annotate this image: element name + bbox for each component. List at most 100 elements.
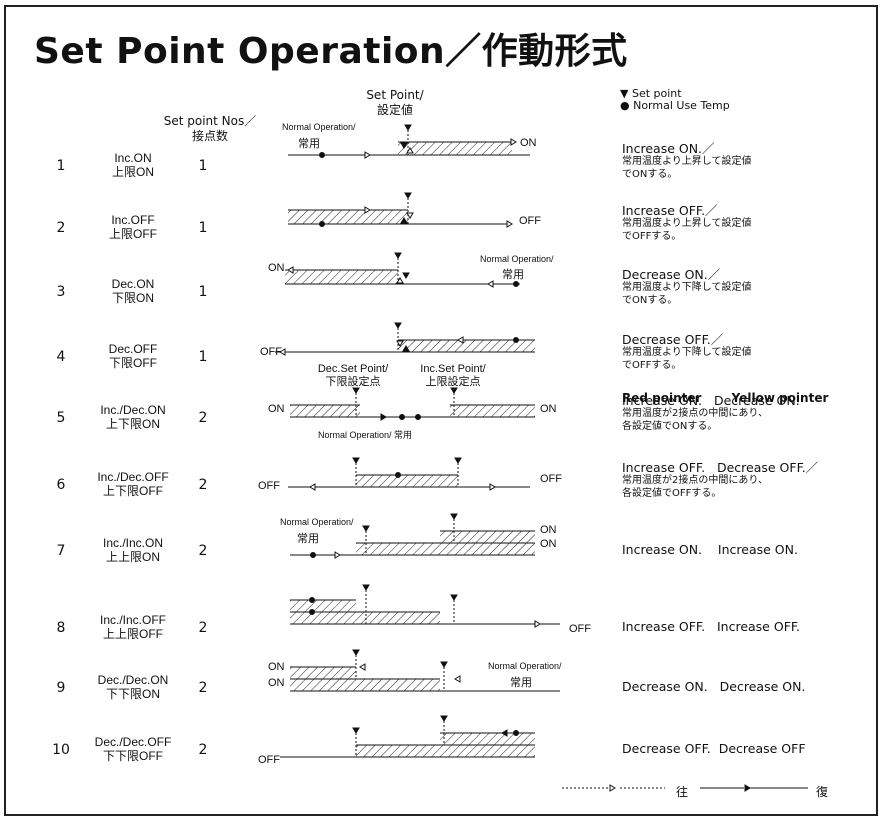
normal-temp-dot: [319, 221, 325, 227]
contact-band: [356, 543, 535, 555]
return-arrow: [402, 272, 410, 279]
off-label-8: OFF: [569, 623, 591, 635]
off-label-6a: OFF: [258, 480, 280, 492]
description-title: Decrease OFF.／: [622, 332, 724, 347]
row-description: Decrease ON. Decrease ON.: [622, 680, 805, 693]
off-label-2: OFF: [519, 215, 541, 227]
forward-arrow: [609, 784, 616, 792]
on-label-9a: ON: [268, 661, 285, 673]
contact-band: [288, 210, 408, 224]
row-mode: Dec.ON 下限ON: [111, 277, 155, 305]
row-description: Decrease ON.／常用温度より下降して設定値 でONする。: [622, 268, 752, 307]
row-number: 6: [56, 477, 66, 493]
normal-temp-dot: [309, 597, 315, 603]
forward-arrow: [406, 212, 414, 219]
return-arrow: [404, 124, 412, 131]
set-point-nos-header: Set point Nos／ 接点数: [163, 114, 257, 143]
row-mode: Inc.ON 上限ON: [111, 151, 154, 179]
forward-arrow: [364, 206, 371, 214]
return-arrow: [402, 345, 410, 352]
normal-temp-dot: [513, 337, 519, 343]
normal-op-label-9: Normal Operation/: [488, 661, 562, 671]
row-contact-count: 1: [198, 220, 208, 236]
normal-jp-label-3: 常用: [502, 269, 524, 281]
return-arrow: [362, 525, 370, 532]
row-contact-count: 2: [198, 477, 208, 493]
on-label-7b: ON: [540, 538, 557, 550]
row-contact-count: 2: [198, 620, 208, 636]
forward-arrow: [334, 551, 341, 559]
description-detail: 常用温度より下降して設定値 でOFFする。: [622, 347, 752, 371]
row-number: 7: [56, 543, 66, 559]
return-arrow: [454, 457, 462, 464]
row-mode: Dec./Dec.ON 下下限ON: [97, 673, 169, 701]
off-label-10: OFF: [258, 754, 280, 766]
return-arrow: [450, 594, 458, 601]
description-detail: 常用温度より上昇して設定値 でONする。: [622, 156, 752, 180]
normal-temp-dot: [319, 152, 325, 158]
row-mode: Inc.OFF 上限OFF: [109, 213, 157, 241]
forward-arrow: [396, 277, 404, 284]
return-arrow: [400, 142, 408, 149]
on-label-1: ON: [520, 137, 537, 149]
normal-op-label-7: Normal Operation/: [280, 517, 354, 527]
forward-arrow: [510, 138, 517, 146]
description-title: Increase OFF. Decrease OFF.／: [622, 460, 819, 475]
row-number: 9: [56, 680, 66, 696]
legend-set-point: ▼ Set point: [620, 87, 682, 100]
normal-op-label-5: Normal Operation/ 常用: [318, 430, 413, 440]
forward-arrow: [364, 151, 371, 159]
row-contact-count: 2: [198, 742, 208, 758]
return-arrow: [352, 649, 360, 656]
page-title: Set Point Operation／作動形式: [34, 31, 628, 72]
forward-arrow: [406, 147, 414, 154]
normal-temp-dot: [309, 609, 315, 615]
on-label-3: ON: [268, 262, 285, 274]
forward-arrow: [279, 348, 286, 356]
forward-arrow: [487, 280, 494, 288]
return-arrow: [352, 457, 360, 464]
set-point-header: Set Point/ 設定値: [366, 88, 424, 117]
yellow-pointer-label: Yellow pointer: [731, 391, 829, 405]
normal-jp-label-7: 常用: [297, 533, 319, 545]
description-detail: 常用温度が2接点の中間にあり、 各設定値でOFFする。: [622, 475, 768, 499]
row-description: Increase OFF. Decrease OFF.／常用温度が2接点の中間に…: [622, 461, 818, 500]
row-description: Increase OFF. Increase OFF.: [622, 620, 800, 633]
row-contact-count: 1: [198, 158, 208, 174]
row-number: 10: [52, 742, 70, 758]
return-label: 復: [816, 785, 829, 799]
normal-temp-dot: [513, 281, 519, 287]
contact-band: [398, 142, 512, 155]
contact-band: [290, 612, 440, 624]
contact-band: [356, 475, 458, 487]
return-arrow: [501, 729, 508, 737]
on-label-5b: ON: [540, 403, 557, 415]
legend: ▼ Set point ● Normal Use Temp: [620, 88, 730, 112]
return-arrow: [440, 661, 448, 668]
forward-arrow: [454, 675, 461, 683]
return-arrow: [404, 192, 412, 199]
description-detail: 常用温度より下降して設定値 でONする。: [622, 282, 752, 306]
row-mode: Inc./Inc.ON 上上限ON: [102, 536, 164, 564]
description-detail: 常用温度より上昇して設定値 でOFFする。: [622, 218, 752, 242]
contact-band: [440, 531, 535, 543]
row-mode: Dec.OFF 下限OFF: [108, 342, 158, 370]
normal-temp-dot: [513, 730, 519, 736]
return-arrow: [450, 387, 458, 394]
on-label-5a: ON: [268, 403, 285, 415]
forward-arrow: [506, 220, 513, 228]
on-label-7a: ON: [540, 524, 557, 536]
off-label-4: OFF: [260, 346, 282, 358]
description-title: Increase OFF. Increase OFF.: [622, 619, 801, 634]
pointer-header: Red pointer Yellow pointer: [622, 391, 854, 405]
normal-temp-dot: [399, 414, 405, 420]
forward-arrow: [359, 663, 366, 671]
return-arrow: [450, 513, 458, 520]
row-description: Increase OFF.／常用温度より上昇して設定値 でOFFする。: [622, 204, 752, 243]
forward-arrow: [287, 266, 294, 274]
row-contact-count: 2: [198, 680, 208, 696]
contact-band: [440, 733, 535, 745]
contact-band: [290, 405, 360, 417]
description-title: Increase ON.／: [622, 141, 715, 156]
normal-op-label-1: Normal Operation/: [282, 122, 356, 132]
